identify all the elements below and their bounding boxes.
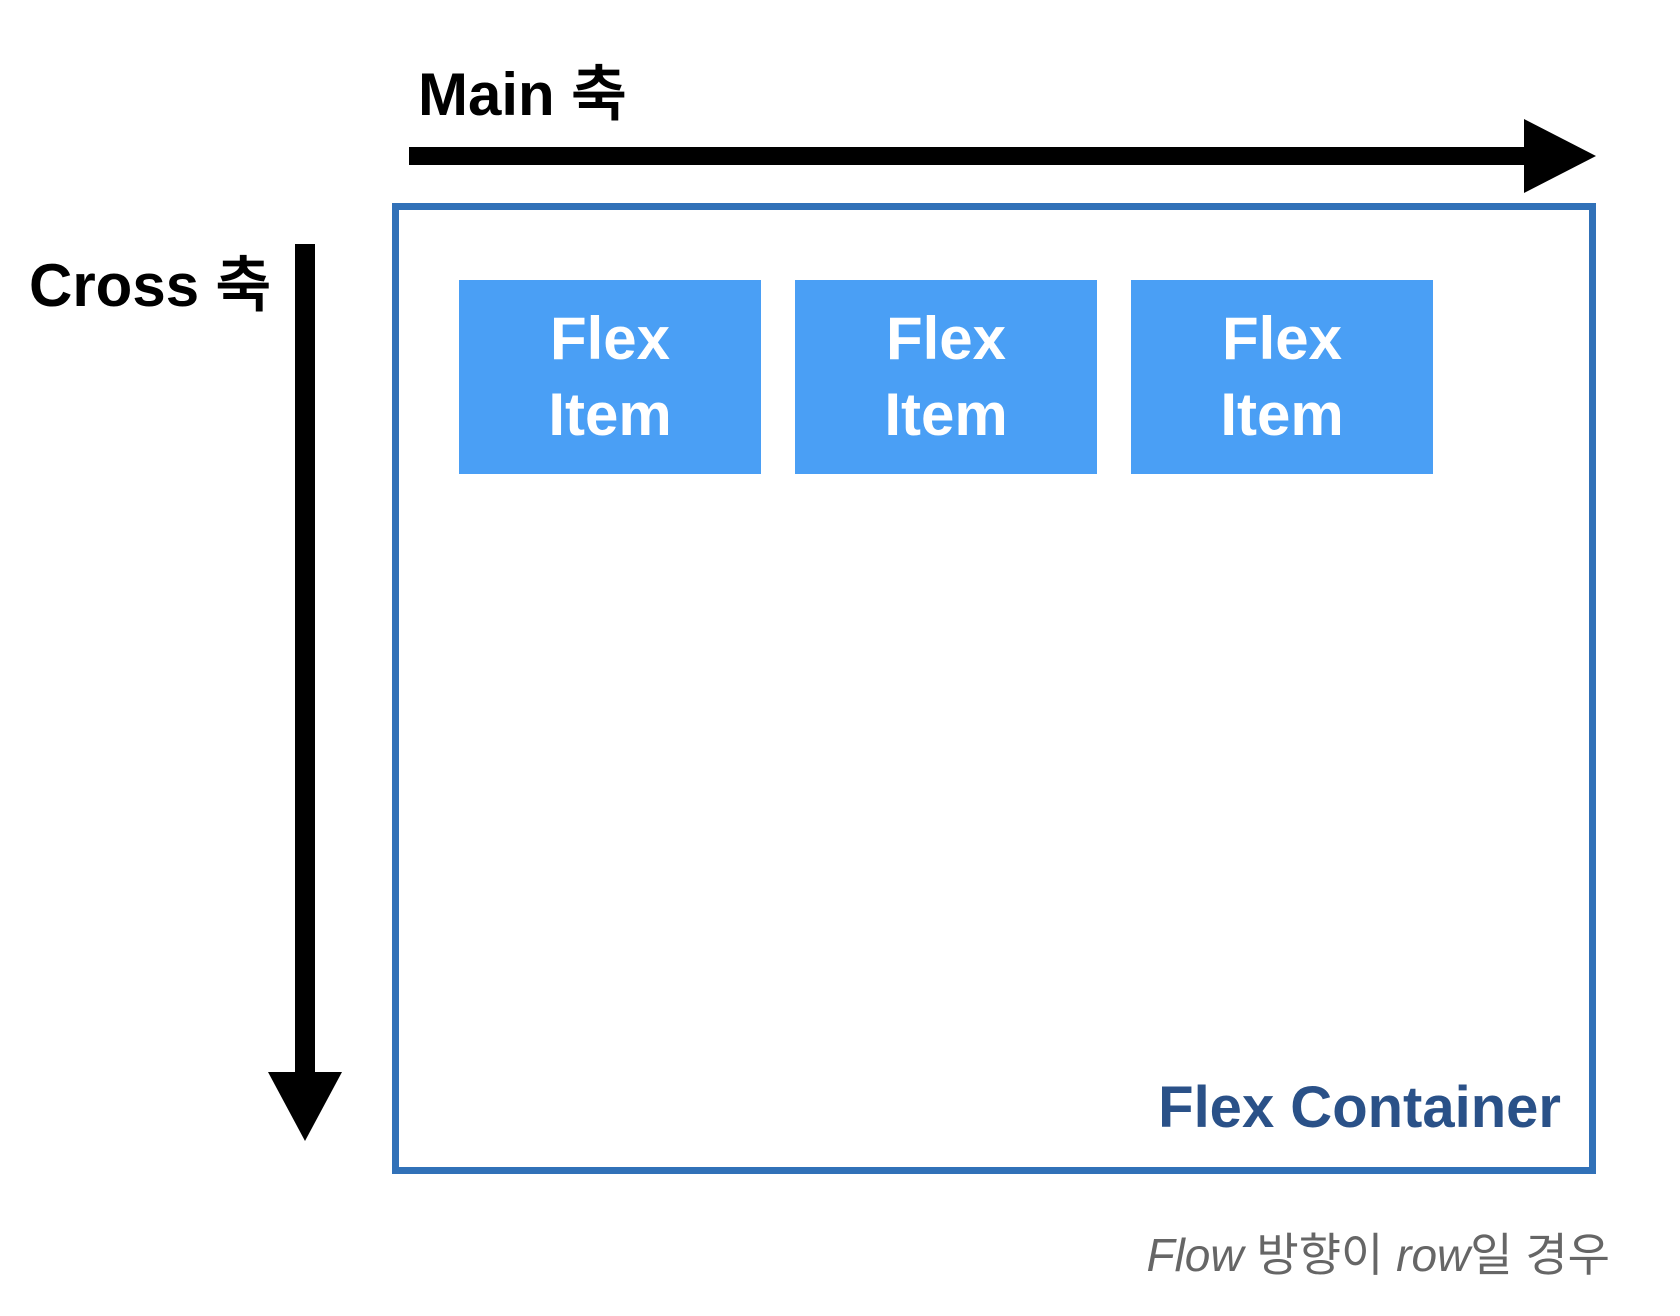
cross-axis-label: Cross 축 xyxy=(29,252,271,319)
flex-item: Flex Item xyxy=(459,280,761,474)
flex-container-box: Flex Item Flex Item Flex Item Flex Conta… xyxy=(392,203,1596,1174)
main-axis-label: Main 축 xyxy=(418,61,627,128)
flex-item-line2: Item xyxy=(548,381,672,448)
flex-item-line1: Flex xyxy=(885,305,1007,372)
flex-item-line2: Item xyxy=(884,381,1008,448)
flex-item-line2: Item xyxy=(1220,381,1344,448)
flex-container-label: Flex Container xyxy=(1158,1075,1561,1140)
main-axis-arrow-icon xyxy=(409,119,1596,193)
flex-item: Flex Item xyxy=(1131,280,1433,474)
diagram-caption: Flow 방향이 row일 경우 xyxy=(1146,1232,1610,1278)
caption-direction-text: 방향이 xyxy=(1243,1229,1397,1281)
cross-axis-arrow-icon xyxy=(268,244,342,1141)
flex-item: Flex Item xyxy=(795,280,1097,474)
caption-flow-word: Flow xyxy=(1146,1229,1244,1281)
caption-case-text: 일 경우 xyxy=(1470,1229,1610,1281)
flex-item-line1: Flex xyxy=(549,305,671,372)
caption-row-word: row xyxy=(1396,1229,1471,1281)
flex-item-line1: Flex xyxy=(1221,305,1343,372)
